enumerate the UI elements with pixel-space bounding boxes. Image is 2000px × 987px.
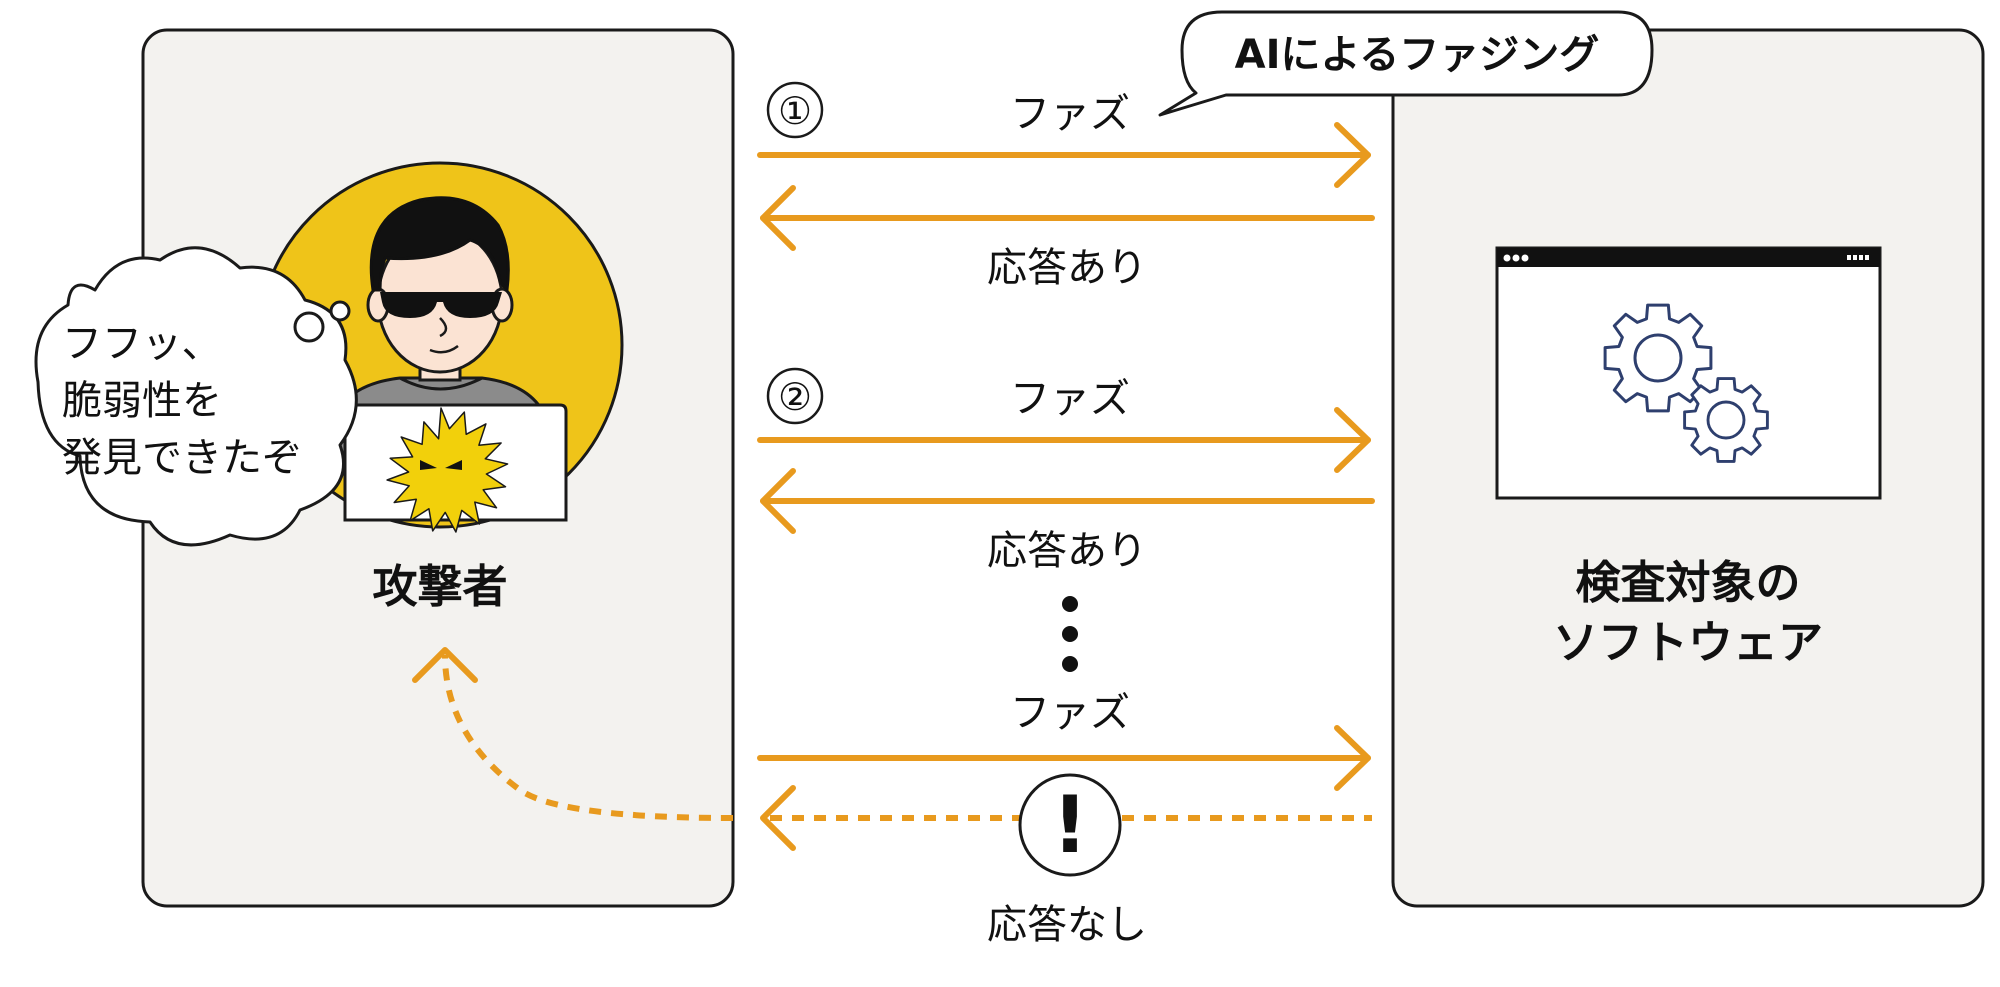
virus-icon bbox=[386, 407, 509, 533]
request-arrow bbox=[757, 725, 1371, 791]
speech-bubble: AIによるファジング bbox=[1158, 10, 1654, 117]
step-number: ① bbox=[778, 89, 812, 133]
attacker-label: 攻撃者 bbox=[372, 560, 507, 613]
request-label: ファズ bbox=[1010, 376, 1130, 422]
attacker-avatar bbox=[256, 161, 624, 533]
thought-line-2: 脆弱性を bbox=[62, 378, 222, 424]
step-number: ② bbox=[778, 375, 812, 419]
gear-icon bbox=[1683, 377, 1769, 463]
request-label: ファズ bbox=[1010, 91, 1130, 137]
response-label: 応答なし bbox=[987, 902, 1147, 948]
browser-window-icon bbox=[1495, 246, 1882, 500]
response-label: 応答あり bbox=[987, 245, 1147, 291]
target-label-line-2: ソフトウェア bbox=[1553, 616, 1823, 669]
thought-bubble: フフッ、 脆弱性を 発見できたぞ bbox=[34, 246, 358, 547]
exchange-3: ファズ ! 応答なし bbox=[757, 690, 1372, 948]
feedback-arrow-dashed bbox=[412, 647, 734, 821]
request-arrow bbox=[757, 407, 1371, 473]
request-label: ファズ bbox=[1010, 690, 1130, 736]
thought-line-3: 発見できたぞ bbox=[62, 435, 302, 481]
exchange-1: ① ファズ 応答あり bbox=[757, 81, 1375, 291]
request-arrow bbox=[757, 122, 1371, 188]
ellipsis-dots bbox=[1062, 596, 1078, 672]
target-label-line-1: 検査対象の bbox=[1575, 556, 1800, 609]
alert-symbol: ! bbox=[1052, 781, 1088, 871]
speech-bubble-text: AIによるファジング bbox=[1235, 32, 1600, 78]
thought-line-1: フフッ、 bbox=[62, 321, 222, 367]
response-arrow bbox=[760, 185, 1375, 251]
exclamation-icon: ! bbox=[1018, 773, 1122, 877]
response-arrow bbox=[760, 468, 1375, 534]
gear-icon bbox=[1603, 303, 1713, 413]
exchange-2: ② ファズ 応答あり bbox=[757, 367, 1375, 574]
response-label: 応答あり bbox=[987, 528, 1147, 574]
step-number-circle bbox=[766, 367, 824, 425]
response-arrow-dashed bbox=[760, 785, 1372, 851]
step-number-circle bbox=[766, 81, 824, 139]
